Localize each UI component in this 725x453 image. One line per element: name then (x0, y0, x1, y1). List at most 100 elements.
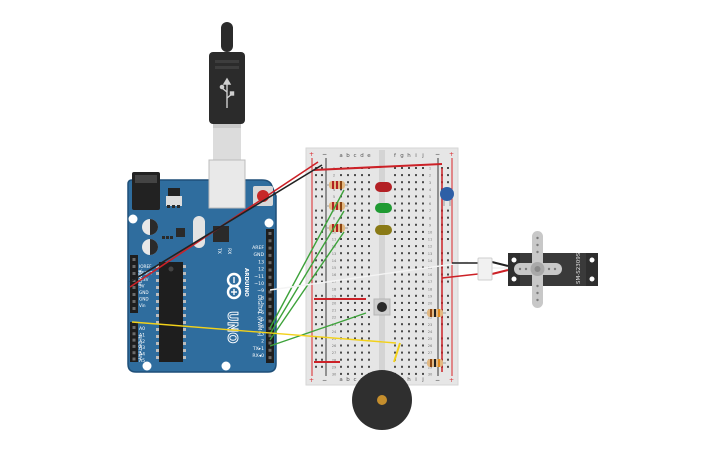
breadboard-hole[interactable] (401, 351, 403, 354)
rail-hole[interactable] (315, 188, 317, 191)
header-hole[interactable] (132, 279, 136, 282)
header-hole[interactable] (268, 348, 272, 352)
breadboard-hole[interactable] (368, 309, 370, 311)
breadboard-hole[interactable] (347, 245, 349, 248)
breadboard-hole[interactable] (354, 365, 356, 368)
header-hole[interactable] (132, 332, 136, 336)
breadboard-hole[interactable] (361, 273, 363, 276)
breadboard-hole[interactable] (361, 337, 363, 340)
rail-hole[interactable] (315, 230, 317, 233)
header-hole[interactable] (268, 253, 272, 257)
breadboard-hole[interactable] (368, 188, 370, 191)
breadboard-hole[interactable] (401, 223, 403, 226)
breadboard-hole[interactable] (354, 287, 356, 290)
breadboard-hole[interactable] (422, 202, 424, 205)
rail-hole[interactable] (315, 209, 317, 212)
breadboard-hole[interactable] (347, 301, 349, 304)
breadboard-hole[interactable] (401, 316, 403, 319)
breadboard-hole[interactable] (401, 372, 403, 375)
rail-hole[interactable] (447, 209, 449, 212)
led-red[interactable] (375, 182, 392, 192)
breadboard-hole[interactable] (401, 230, 403, 233)
breadboard-hole[interactable] (415, 330, 417, 333)
breadboard-hole[interactable] (415, 266, 417, 269)
rail-hole[interactable] (447, 216, 449, 219)
breadboard-hole[interactable] (340, 309, 342, 311)
breadboard-hole[interactable] (361, 245, 363, 248)
rail-hole[interactable] (447, 294, 449, 297)
rail-hole[interactable] (315, 273, 317, 276)
header-hole[interactable] (132, 300, 136, 303)
breadboard-hole[interactable] (347, 238, 349, 240)
rail-hole[interactable] (315, 216, 317, 219)
breadboard-hole[interactable] (394, 301, 396, 304)
breadboard-hole[interactable] (354, 209, 356, 212)
header-hole[interactable] (268, 275, 272, 279)
rail-hole[interactable] (321, 294, 323, 297)
breadboard-hole[interactable] (394, 351, 396, 354)
wire-white-servo[interactable] (269, 261, 469, 291)
analog-header[interactable] (130, 322, 138, 362)
rail-hole[interactable] (447, 316, 449, 319)
breadboard-hole[interactable] (422, 372, 424, 375)
breadboard-hole[interactable] (354, 252, 356, 255)
breadboard-hole[interactable] (368, 238, 370, 240)
breadboard-hole[interactable] (401, 309, 403, 311)
header-hole[interactable] (268, 305, 272, 308)
rail-hole[interactable] (447, 309, 449, 311)
breadboard-hole[interactable] (401, 195, 403, 198)
breadboard-hole[interactable] (354, 351, 356, 354)
breadboard-hole[interactable] (422, 323, 424, 326)
breadboard-hole[interactable] (422, 252, 424, 255)
breadboard-hole[interactable] (340, 245, 342, 248)
breadboard-hole[interactable] (415, 301, 417, 304)
breadboard-hole[interactable] (340, 188, 342, 191)
header-hole[interactable] (268, 268, 272, 272)
header-hole[interactable] (268, 297, 272, 301)
breadboard-hole[interactable] (422, 167, 424, 169)
breadboard-hole[interactable] (340, 259, 342, 262)
breadboard-hole[interactable] (422, 209, 424, 212)
breadboard-hole[interactable] (368, 259, 370, 262)
breadboard-hole[interactable] (361, 330, 363, 333)
breadboard-hole[interactable] (394, 167, 396, 169)
breadboard-hole[interactable] (408, 358, 410, 361)
resistor[interactable] (326, 202, 348, 210)
wire-black-gnd[interactable] (129, 164, 323, 283)
rail-hole[interactable] (315, 238, 317, 240)
breadboard-hole[interactable] (368, 280, 370, 283)
rail-hole[interactable] (315, 301, 317, 304)
breadboard-hole[interactable] (368, 294, 370, 297)
rail-hole[interactable] (315, 337, 317, 340)
rail-hole[interactable] (321, 337, 323, 340)
rail-hole[interactable] (447, 365, 449, 368)
wire-green-led-yellow[interactable] (269, 231, 345, 341)
breadboard-hole[interactable] (340, 266, 342, 269)
breadboard-hole[interactable] (401, 337, 403, 340)
header-hole[interactable] (268, 239, 272, 243)
rail-hole[interactable] (321, 195, 323, 198)
breadboard-hole[interactable] (361, 309, 363, 311)
breadboard-hole[interactable] (361, 280, 363, 283)
breadboard-hole[interactable] (408, 316, 410, 319)
breadboard-hole[interactable] (361, 252, 363, 255)
breadboard-hole[interactable] (340, 323, 342, 326)
breadboard-hole[interactable] (415, 365, 417, 368)
breadboard-hole[interactable] (361, 259, 363, 262)
breadboard-hole[interactable] (422, 230, 424, 233)
ceramic-capacitor[interactable] (440, 187, 454, 206)
breadboard-hole[interactable] (354, 223, 356, 226)
breadboard-hole[interactable] (354, 358, 356, 361)
breadboard-hole[interactable] (347, 252, 349, 255)
wire-green-led-green[interactable] (269, 210, 345, 335)
breadboard-hole[interactable] (415, 344, 417, 347)
breadboard-hole[interactable] (394, 316, 396, 319)
breadboard-hole[interactable] (340, 273, 342, 276)
breadboard-hole[interactable] (368, 344, 370, 347)
breadboard-hole[interactable] (354, 195, 356, 198)
breadboard-hole[interactable] (354, 344, 356, 347)
breadboard-hole[interactable] (361, 181, 363, 184)
breadboard-hole[interactable] (422, 309, 424, 311)
header-hole[interactable] (132, 351, 136, 355)
breadboard-hole[interactable] (361, 351, 363, 354)
